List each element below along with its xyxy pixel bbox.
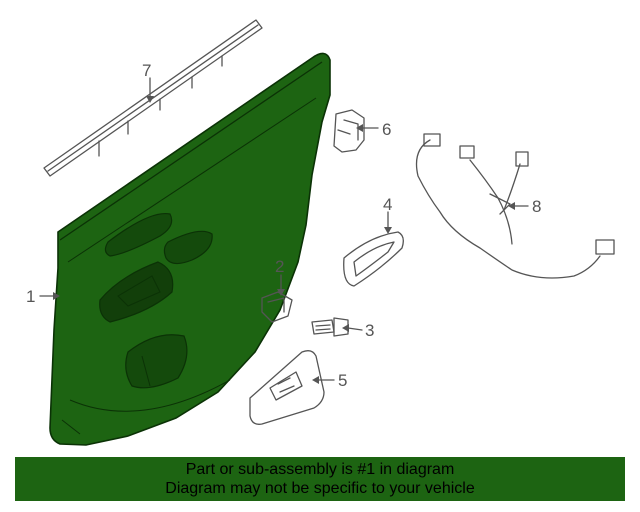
callout-3: 3 bbox=[365, 321, 374, 340]
part-1-door-trim-panel[interactable] bbox=[49, 52, 331, 446]
part-7-belt-moulding[interactable] bbox=[43, 19, 263, 177]
callout-7: 7 bbox=[142, 61, 151, 80]
part-3-screw[interactable] bbox=[311, 317, 349, 337]
callout-4: 4 bbox=[383, 195, 392, 214]
part-6-switch-clip[interactable] bbox=[333, 109, 365, 153]
callout-6: 6 bbox=[382, 120, 391, 139]
callout-8: 8 bbox=[532, 197, 541, 216]
leader-lines bbox=[39, 77, 529, 384]
part-2-clip[interactable] bbox=[261, 291, 293, 323]
part-5-switch-bezel[interactable] bbox=[249, 350, 325, 425]
banner-line-2: Diagram may not be specific to your vehi… bbox=[165, 480, 475, 497]
info-banner: Part or sub-assembly is #1 in diagram Di… bbox=[15, 457, 625, 501]
banner-line-1: Part or sub-assembly is #1 in diagram bbox=[185, 461, 455, 478]
parts-diagram: 7 1 6 4 8 2 3 5 bbox=[26, 19, 615, 446]
part-8-wiring-harness[interactable] bbox=[415, 133, 615, 279]
part-4-handle-escutcheon[interactable] bbox=[343, 231, 404, 287]
callout-2: 2 bbox=[275, 257, 284, 276]
callout-1: 1 bbox=[26, 287, 35, 306]
callout-5: 5 bbox=[338, 371, 347, 390]
